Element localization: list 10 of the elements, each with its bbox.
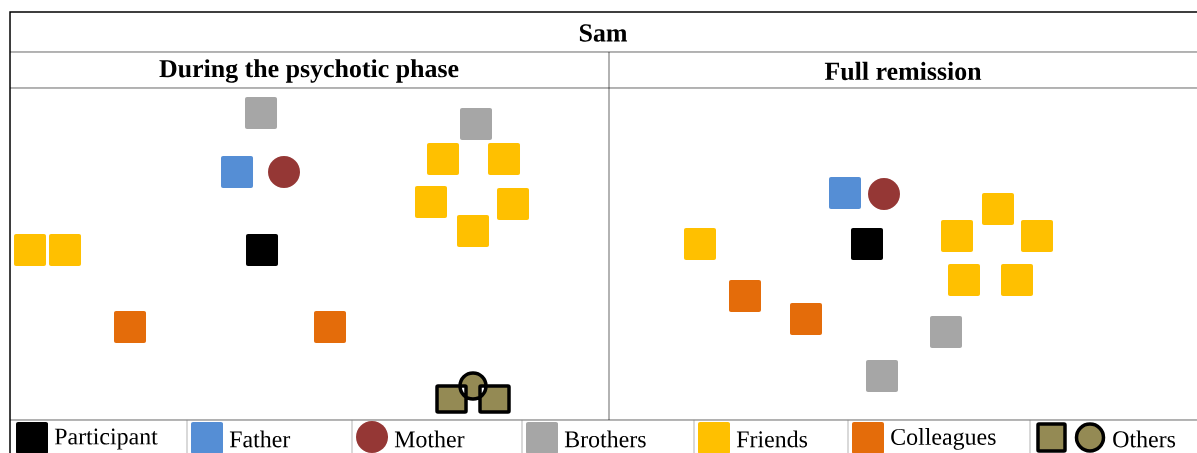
- column-header: During the psychotic phase: [159, 59, 459, 83]
- legend-label: Friends: [736, 430, 808, 448]
- table-title: Sam: [579, 24, 628, 42]
- column-header: Full remission: [824, 61, 982, 81]
- legend-label: Colleagues: [891, 428, 996, 450]
- legend-label: Participant: [54, 428, 158, 450]
- legend-label: Brothers: [564, 430, 646, 448]
- legend-label: Mother: [394, 430, 465, 448]
- legend-label: Others: [1113, 430, 1176, 448]
- legend-label: Father: [229, 430, 291, 448]
